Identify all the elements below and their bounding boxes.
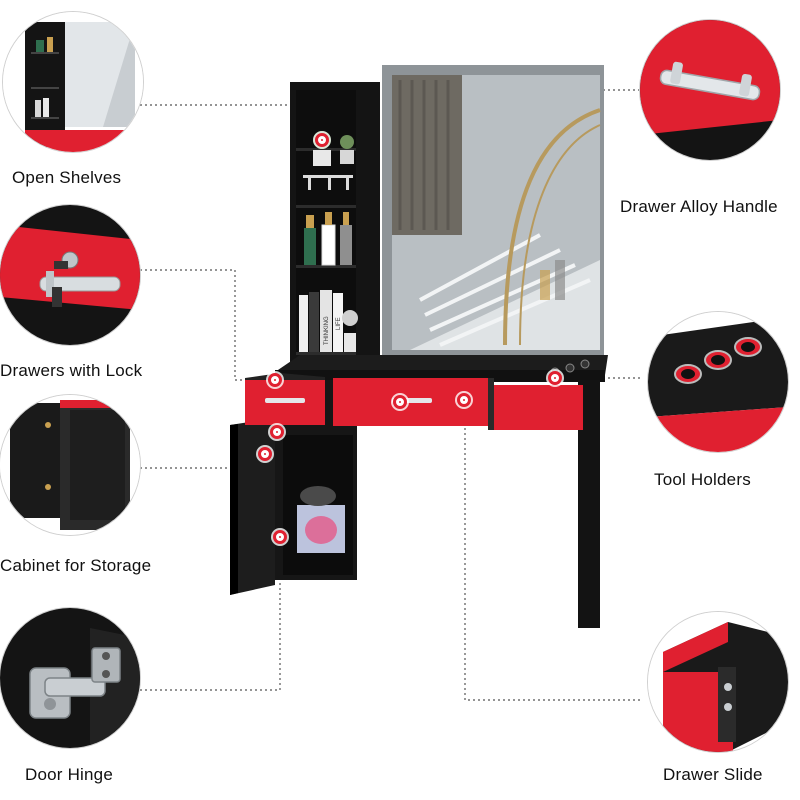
hotspot-cabinet-storage[interactable]	[258, 447, 272, 461]
connector-drawers-lock	[140, 269, 272, 381]
callout-cabinet-for-storage	[0, 395, 140, 535]
hotspot-cabinet-top[interactable]	[270, 425, 284, 439]
hotspot-tool-holders[interactable]	[548, 371, 562, 385]
slide-icon	[648, 612, 788, 752]
hotspot-drawer-slide[interactable]	[457, 393, 471, 407]
connector-drawer-slide	[464, 400, 640, 701]
callout-drawer-slide	[648, 612, 788, 752]
connector-door-hinge	[140, 540, 281, 691]
hotspot-open-shelves[interactable]	[315, 133, 329, 147]
callout-drawers-with-lock	[0, 205, 140, 345]
cabinet-icon	[0, 395, 140, 535]
hotspot-drawers-lock[interactable]	[268, 373, 282, 387]
handle-icon	[640, 20, 780, 160]
label-drawer-alloy-handle: Drawer Alloy Handle	[620, 197, 778, 216]
connector-cabinet	[140, 455, 259, 469]
hotspot-door-hinge[interactable]	[273, 530, 287, 544]
connector-open-shelves	[140, 104, 323, 140]
lock-icon	[0, 205, 140, 345]
label-open-shelves: Open Shelves	[12, 168, 122, 187]
hotspot-alloy-handle[interactable]	[393, 395, 407, 409]
callout-tool-holders	[648, 312, 788, 452]
hinge-icon	[0, 608, 140, 748]
callout-open-shelves	[3, 12, 143, 152]
label-drawer-slide: Drawer Slide	[663, 765, 763, 784]
label-cabinet-for-storage: Cabinet for Storage	[0, 556, 152, 575]
tool-holder-icon	[648, 312, 788, 452]
label-tool-holders: Tool Holders	[654, 470, 751, 489]
label-door-hinge: Door Hinge	[25, 765, 113, 784]
callout-drawer-alloy-handle	[640, 20, 780, 160]
open-shelves-icon	[3, 12, 143, 152]
label-drawers-with-lock: Drawers with Lock	[0, 361, 143, 380]
callout-door-hinge	[0, 608, 140, 748]
connector-alloy-handle	[394, 89, 640, 405]
